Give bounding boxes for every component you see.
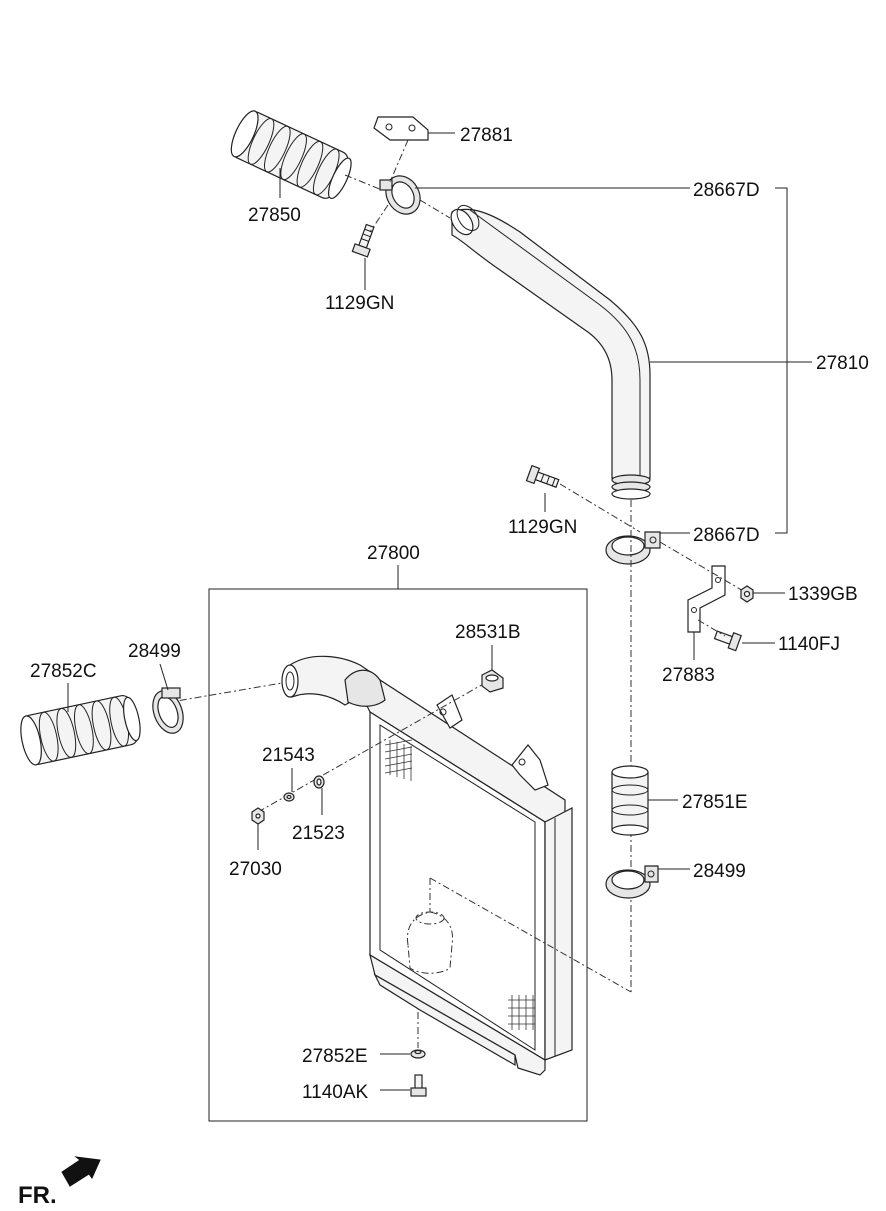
label-28531B: 28531B	[455, 622, 521, 643]
assembly-line	[559, 483, 641, 533]
assembly-line	[164, 682, 283, 704]
front-direction-label: FR.	[18, 1182, 57, 1209]
assembly-line	[257, 682, 486, 813]
label-27852C: 27852C	[30, 661, 97, 682]
intercooler-core	[281, 655, 573, 1076]
assembly-line	[419, 199, 451, 219]
grommet-27852E	[410, 1049, 426, 1059]
label-1129GN-top: 1129GN	[325, 293, 394, 314]
bolt-1140AK	[410, 1074, 427, 1097]
clamp-28667D-top	[379, 175, 421, 215]
label-27852E: 27852E	[302, 1046, 368, 1067]
label-28499-left: 28499	[128, 641, 181, 662]
intercooler-outlet-pipe	[450, 204, 651, 500]
clamp-28499-left	[152, 687, 184, 734]
bracket-27883	[687, 565, 726, 633]
label-28499-right: 28499	[693, 861, 746, 882]
label-1129GN-mid: 1129GN	[508, 517, 577, 538]
label-27883: 27883	[662, 665, 715, 686]
bolt-1140FJ	[713, 630, 742, 652]
bolt-1129GN-mid	[525, 464, 560, 488]
bolt-1129GN-top	[351, 223, 375, 258]
label-1140FJ: 1140FJ	[778, 634, 840, 655]
label-28667D-top: 28667D	[693, 180, 760, 201]
label-27881: 27881	[460, 125, 513, 146]
leader-bracket	[775, 187, 788, 534]
assembly-line	[344, 174, 383, 191]
washer-21523	[313, 775, 325, 789]
leader-line	[159, 663, 169, 691]
label-1339GB: 1339GB	[788, 584, 858, 605]
label-28667D-mid: 28667D	[693, 525, 760, 546]
washer-21543	[283, 792, 295, 802]
grommet-28531B	[481, 669, 504, 693]
nut-1339GB	[740, 585, 754, 603]
label-27030: 27030	[229, 859, 282, 880]
front-arrow-icon	[61, 1156, 101, 1187]
hose-27852C	[20, 694, 141, 766]
label-1140AK: 1140AK	[302, 1082, 369, 1103]
label-27850: 27850	[248, 205, 301, 226]
label-21543: 21543	[262, 745, 315, 766]
hose-27851E	[611, 765, 649, 836]
nut-27030	[251, 807, 265, 825]
hose-27850	[230, 110, 352, 200]
label-27810: 27810	[816, 353, 869, 374]
assembly-line	[369, 204, 389, 233]
clamp-28667D-mid	[605, 531, 661, 565]
bracket-27881	[373, 116, 429, 141]
assembly-line	[697, 619, 726, 637]
clamp-28499-right	[605, 865, 659, 899]
label-21523: 21523	[292, 823, 345, 844]
assembly-line	[429, 877, 632, 993]
assembly-line	[659, 541, 746, 593]
label-27851E: 27851E	[682, 792, 748, 813]
label-27800: 27800	[367, 543, 420, 564]
